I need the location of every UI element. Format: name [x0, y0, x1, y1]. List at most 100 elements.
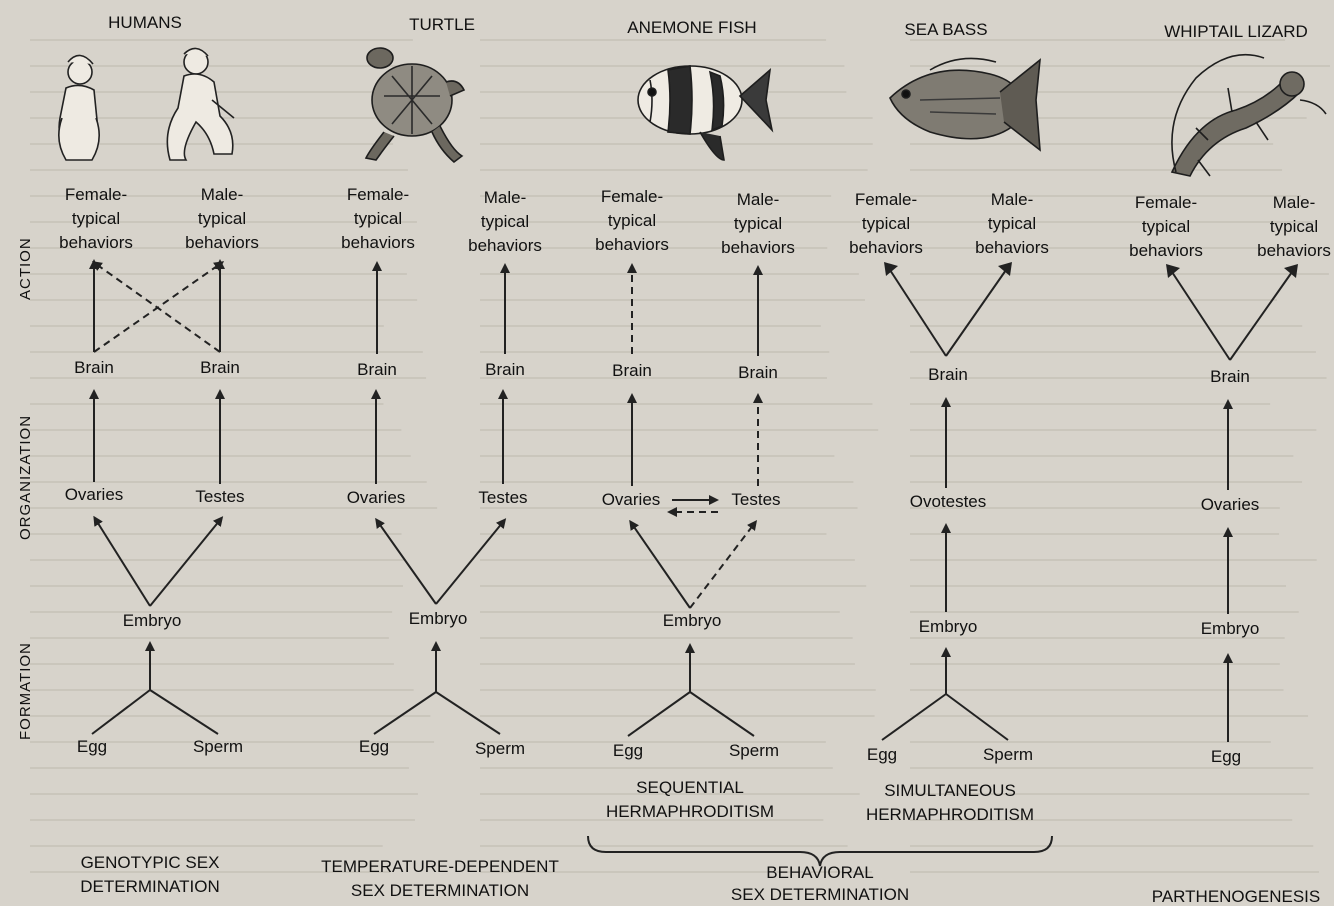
lizard-egg: Egg	[1211, 747, 1241, 766]
lizard-female-behaviors-line2: typical	[1142, 217, 1190, 236]
anemone-egg-text: Egg	[613, 741, 643, 760]
anemone-female-behaviors-line1: Female-	[601, 187, 663, 206]
anemone-brain-left-text: Brain	[612, 361, 652, 380]
caption-simultaneous-line2: HERMAPHRODITISM	[866, 805, 1034, 824]
turtle-fertilization-left-leg	[374, 692, 436, 734]
turtle-brain-left: Brain	[357, 360, 397, 379]
anemone-testes: Testes	[731, 490, 780, 509]
column-title-anemone-fish: ANEMONE FISH	[627, 18, 756, 37]
humans-embryo-to-ovaries	[96, 520, 150, 606]
pathway-labels: Female-typicalbehaviorsMale-typicalbehav…	[59, 185, 1331, 766]
seabass-ovotestes: Ovotestes	[910, 492, 987, 511]
turtle-brain-left-text: Brain	[357, 360, 397, 379]
column-title-humans: HUMANS	[108, 13, 182, 32]
humans-male-behaviors-line2: typical	[198, 209, 246, 228]
caption-simultaneous-line1: SIMULTANEOUS	[884, 781, 1016, 800]
turtle-embryo-to-testes	[436, 522, 503, 604]
row-label-action: ACTION	[17, 237, 34, 300]
turtle-embryo-text: Embryo	[409, 609, 468, 628]
seabass-brain-to-male	[946, 270, 1006, 356]
lizard-male-arrowhead	[1284, 264, 1298, 278]
lizard-brain: Brain	[1210, 367, 1250, 386]
lizard-brain-text: Brain	[1210, 367, 1250, 386]
lizard-female-behaviors: Female-typicalbehaviors	[1129, 193, 1203, 260]
seabass-male-behaviors-line3: behaviors	[975, 238, 1049, 257]
caption-temperature-line2: SEX DETERMINATION	[351, 881, 529, 900]
turtle-testes-text: Testes	[478, 488, 527, 507]
humans-testes: Testes	[195, 487, 244, 506]
sea-bass-icon	[890, 58, 1040, 150]
seabass-sperm: Sperm	[983, 745, 1033, 764]
lizard-brain-to-male	[1230, 272, 1292, 360]
humans-female-behaviors-line3: behaviors	[59, 233, 133, 252]
lizard-egg-text: Egg	[1211, 747, 1241, 766]
caption-behavioral-line1: BEHAVIORAL	[766, 863, 873, 882]
turtle-female-behaviors: Female-typicalbehaviors	[341, 185, 415, 252]
seabass-female-arrowhead	[884, 262, 898, 276]
turtle-male-behaviors-line3: behaviors	[468, 236, 542, 255]
lizard-male-behaviors-line2: typical	[1270, 217, 1318, 236]
turtle-embryo-to-ovaries	[378, 522, 436, 604]
caption-genotypic-line2: DETERMINATION	[80, 877, 219, 896]
humans-brain-left-text: Brain	[74, 358, 114, 377]
humans-sperm: Sperm	[193, 737, 243, 756]
anemone-sperm: Sperm	[729, 741, 779, 760]
turtle-egg-text: Egg	[359, 737, 389, 756]
anemone-embryo-to-ovaries	[632, 524, 690, 608]
lizard-ovaries-text: Ovaries	[1201, 495, 1260, 514]
anemone-embryo-text: Embryo	[663, 611, 722, 630]
anemone-female-behaviors-line2: typical	[608, 211, 656, 230]
humans-embryo-text: Embryo	[123, 611, 182, 630]
seabass-fertilization-left-leg	[882, 694, 946, 740]
seabass-ovotestes-text: Ovotestes	[910, 492, 987, 511]
lizard-icon	[1172, 55, 1326, 176]
anemone-fertilization-left-leg	[628, 692, 690, 736]
turtle-male-behaviors: Male-typicalbehaviors	[468, 188, 542, 255]
seabass-embryo-text: Embryo	[919, 617, 978, 636]
turtle-sperm-text: Sperm	[475, 739, 525, 758]
seabass-sperm-text: Sperm	[983, 745, 1033, 764]
lizard-female-behaviors-line3: behaviors	[1129, 241, 1203, 260]
row-label-organization: ORGANIZATION	[17, 415, 34, 540]
row-label-formation: FORMATION	[17, 642, 34, 740]
caption-sequential-line1: SEQUENTIAL	[636, 778, 744, 797]
lizard-embryo: Embryo	[1201, 619, 1260, 638]
humans-sperm-text: Sperm	[193, 737, 243, 756]
seabass-brain: Brain	[928, 365, 968, 384]
seabass-egg-text: Egg	[867, 745, 897, 764]
behavioral-bracket	[588, 836, 1052, 866]
caption-parthenogenesis: PARTHENOGENESIS	[1152, 887, 1320, 906]
seabass-embryo: Embryo	[919, 617, 978, 636]
seabass-brain-to-female	[890, 270, 946, 356]
turtle-ovaries: Ovaries	[347, 488, 406, 507]
turtle-male-behaviors-line2: typical	[481, 212, 529, 231]
humans-ovaries: Ovaries	[65, 485, 124, 504]
turtle-sperm: Sperm	[475, 739, 525, 758]
human-figures-icon	[59, 48, 234, 160]
pathway-arrows	[92, 262, 1298, 742]
seabass-female-behaviors-line2: typical	[862, 214, 910, 233]
seabass-male-behaviors-line1: Male-	[991, 190, 1034, 209]
anemone-embryo-to-testes	[690, 524, 754, 608]
seabass-male-behaviors-line2: typical	[988, 214, 1036, 233]
lizard-male-behaviors: Male-typicalbehaviors	[1257, 193, 1331, 260]
seabass-female-behaviors-line3: behaviors	[849, 238, 923, 257]
anemone-fertilization-right-leg	[690, 692, 754, 736]
humans-female-behaviors-line2: typical	[72, 209, 120, 228]
turtle-embryo: Embryo	[409, 609, 468, 628]
humans-brain-left: Brain	[74, 358, 114, 377]
turtle-female-behaviors-line1: Female-	[347, 185, 409, 204]
turtle-brain-right-text: Brain	[485, 360, 525, 379]
column-title-sea-bass: SEA BASS	[904, 20, 987, 39]
column-titles: HUMANS TURTLE ANEMONE FISH SEA BASS WHIP…	[108, 13, 1308, 41]
turtle-fertilization-right-leg	[436, 692, 500, 734]
humans-brain-right-text: Brain	[200, 358, 240, 377]
humans-fertilization-right-leg	[150, 690, 218, 734]
anemone-male-behaviors-line1: Male-	[737, 190, 780, 209]
lizard-embryo-text: Embryo	[1201, 619, 1260, 638]
row-labels: ACTION ORGANIZATION FORMATION	[17, 237, 34, 740]
humans-ovaries-text: Ovaries	[65, 485, 124, 504]
humans-fertilization-left-leg	[92, 690, 150, 734]
anemone-sperm-text: Sperm	[729, 741, 779, 760]
